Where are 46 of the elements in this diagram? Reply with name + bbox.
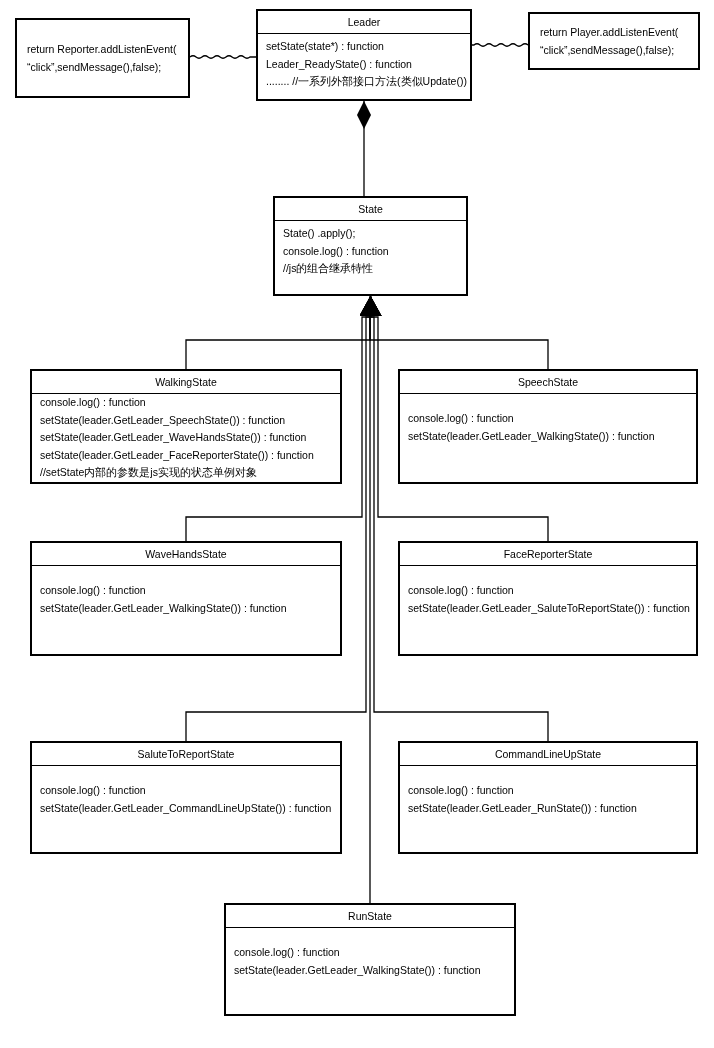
member-text: setState(leader.GetLeader_CommandLineUpState()) : function [39,800,333,816]
class-name: SaluteToReportState [32,743,340,766]
member-text: setState(leader.GetLeader_RunState()) : function [407,800,638,816]
member-text: State() .apply(); [282,226,357,241]
class-box [398,541,698,656]
class-box [256,9,472,101]
class-name: SpeechState [400,371,696,394]
class-name: RunState [226,905,514,928]
class-box [30,741,342,854]
class-name: WaveHandsState [32,543,340,566]
member-text: setState(leader.GetLeader_WalkingState()) : function [39,600,288,616]
class-box [224,903,516,1016]
class-box [398,369,698,484]
member-text: setState(leader.GetLeader_SpeechState()) : function [39,412,287,428]
class-name: Leader [258,11,470,34]
class-name: FaceReporterState [400,543,696,566]
class-box [30,541,342,656]
member-text: setState(leader.GetLeader_WalkingState()) : function [233,962,482,978]
code-note: return Player.addListenEvent( “click”,sendMessage(),false); [528,12,700,70]
member-text: ........ //一系列外部接口方法(类似Update()) [265,74,468,89]
member-text: console.log() : function [233,945,341,960]
class-name: CommandLineUpState [400,743,696,766]
member-text: console.log() : function [39,395,147,410]
class-box [273,196,468,296]
class-box [398,741,698,854]
member-text: console.log() : function [39,783,147,798]
member-text: setState(state*) : function [265,39,385,54]
class-box [30,369,342,484]
class-name: State [275,198,466,221]
inheritance-arrow [359,295,382,904]
member-text: console.log() : function [407,411,515,426]
connector-line [471,43,529,47]
connector-line [189,55,257,59]
member-text: //setState内部的参数是js实现的状态单例对象 [39,465,258,480]
member-text: console.log() : function [282,243,390,259]
member-text: setState(leader.GetLeader_WaveHandsState()) : function [39,430,308,445]
member-text: setState(leader.GetLeader_WalkingState()) : function [407,428,656,444]
member-text: Leader_ReadyState() : function [265,56,413,72]
member-text: setState(leader.GetLeader_FaceReporterState()) : function [39,447,315,463]
member-text: console.log() : function [407,783,515,798]
member-text: //js的组合继承特性 [282,261,375,276]
member-text: console.log() : function [407,583,515,598]
member-text: setState(leader.GetLeader_SaluteToReportState()) : function [407,600,691,616]
code-note: return Reporter.addListenEvent( “click”,sendMessage(),false); [15,18,190,98]
member-text: console.log() : function [39,583,147,598]
class-name: WalkingState [32,371,340,394]
